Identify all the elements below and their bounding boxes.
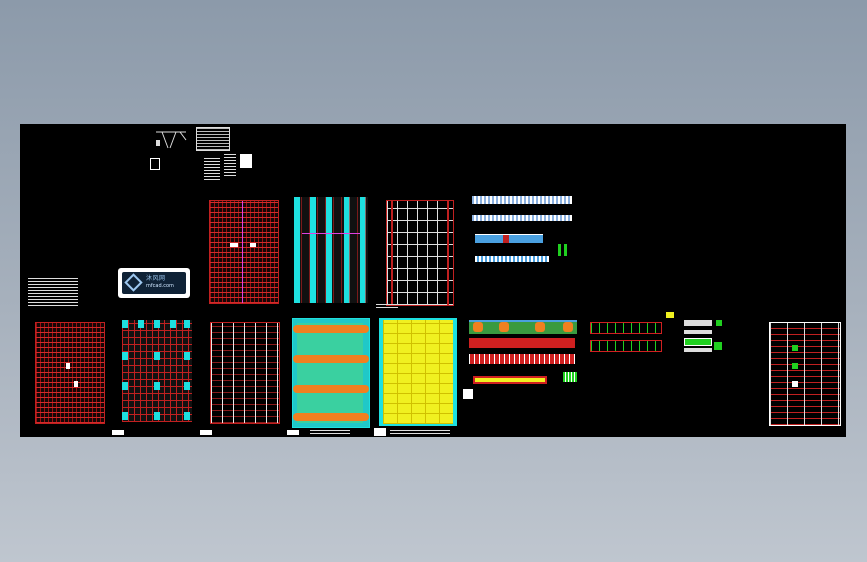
watermark-diamond-icon <box>124 273 143 292</box>
label-mark <box>230 243 238 247</box>
truss-elevation-1[interactable] <box>590 322 662 334</box>
orange-beam <box>293 325 369 333</box>
sheet-caption-6 <box>390 428 450 434</box>
orange-beam <box>293 413 369 421</box>
cyan-pad <box>154 382 160 390</box>
sheet-top-1-plan[interactable] <box>209 200 279 304</box>
detail-stack[interactable] <box>684 320 712 356</box>
cyan-pad <box>154 412 160 420</box>
orange-node <box>499 322 509 332</box>
sheet-bottom-3-framing[interactable] <box>210 322 280 424</box>
sheet-bottom-right-schedule[interactable] <box>769 322 841 426</box>
orange-node <box>535 322 545 332</box>
design-notes-text-2 <box>224 154 236 176</box>
notes-box <box>240 154 252 168</box>
orange-node <box>563 322 573 332</box>
cyan-pad <box>154 320 160 328</box>
yellow-fill <box>383 320 453 424</box>
watermark-logo: 沐风网 mfcad.com <box>118 268 190 298</box>
elevation-strip-4[interactable] <box>475 256 549 262</box>
section-strip-4[interactable] <box>473 376 547 384</box>
magenta-line <box>302 233 360 234</box>
cyan-pad <box>184 382 190 390</box>
sheet-top-2-columns[interactable] <box>294 197 368 303</box>
sheet-bottom-5-yellow-slab[interactable] <box>379 318 457 426</box>
green-dot <box>792 345 798 351</box>
section-strip-3[interactable] <box>469 354 575 364</box>
green-detail[interactable] <box>558 244 570 256</box>
label-mark <box>66 363 70 369</box>
cyan-pad <box>184 412 190 420</box>
green-fill <box>297 323 363 423</box>
drawing-title-block <box>156 130 190 150</box>
design-notes-text <box>204 156 220 180</box>
orange-beam <box>293 385 369 393</box>
label-mark <box>250 243 256 247</box>
elevation-strip-1[interactable] <box>472 196 572 204</box>
section-note-box <box>463 389 473 399</box>
cad-model-space[interactable]: 沐风网 mfcad.com <box>20 124 846 437</box>
section-detail-green[interactable] <box>563 372 577 382</box>
watermark-logo-inner: 沐风网 mfcad.com <box>122 272 186 294</box>
watermark-line2: mfcad.com <box>146 283 174 289</box>
sheet-bottom-1-plan[interactable] <box>35 322 105 424</box>
cyan-pad <box>122 352 128 360</box>
orange-beam <box>293 355 369 363</box>
detail-bar <box>684 338 712 346</box>
white-dot <box>792 381 798 387</box>
sheet-label-3 <box>287 430 299 435</box>
watermark-line1: 沐风网 <box>146 275 166 282</box>
sheet-label-1 <box>112 430 124 435</box>
cyan-pad <box>122 320 128 328</box>
green-legend-2 <box>714 342 722 350</box>
orange-node <box>473 322 483 332</box>
sheet-top-3-grid[interactable] <box>386 200 454 306</box>
detail-bar <box>684 320 712 326</box>
yellow-marker <box>666 312 674 318</box>
section-strip-1[interactable] <box>469 320 577 334</box>
sheet-label-4 <box>374 428 386 436</box>
axis-line <box>242 201 243 303</box>
sheet-bottom-2-pile-layout[interactable] <box>122 320 192 422</box>
cyan-pad <box>154 352 160 360</box>
red-block <box>503 235 509 243</box>
cyan-pad <box>184 352 190 360</box>
cyan-pad <box>138 320 144 328</box>
drawing-notes-table <box>196 127 230 151</box>
detail-bar <box>684 330 712 334</box>
sheet-caption-top <box>376 304 398 308</box>
red-border-l <box>391 201 393 305</box>
sheet-bottom-4-orange-beams[interactable] <box>292 318 370 428</box>
label-mark <box>74 381 78 387</box>
sheet-caption-5 <box>310 428 350 434</box>
sheet-label-2 <box>200 430 212 435</box>
truss-elevation-2[interactable] <box>590 340 662 352</box>
detail-bar <box>684 348 712 352</box>
cyan-pad <box>122 412 128 420</box>
cyan-pad <box>122 382 128 390</box>
north-arrow-symbol <box>150 158 160 170</box>
red-dividers <box>294 197 368 303</box>
section-strip-2[interactable] <box>469 338 575 348</box>
left-legend-text <box>28 276 78 306</box>
cyan-pad <box>170 320 176 328</box>
elevation-strip-3[interactable] <box>475 234 543 243</box>
cyan-pad <box>184 320 190 328</box>
green-dot <box>792 363 798 369</box>
elevation-strip-2[interactable] <box>472 215 572 221</box>
green-legend-1 <box>716 320 722 326</box>
red-border-r <box>447 201 449 305</box>
title-block-lines <box>156 131 187 149</box>
